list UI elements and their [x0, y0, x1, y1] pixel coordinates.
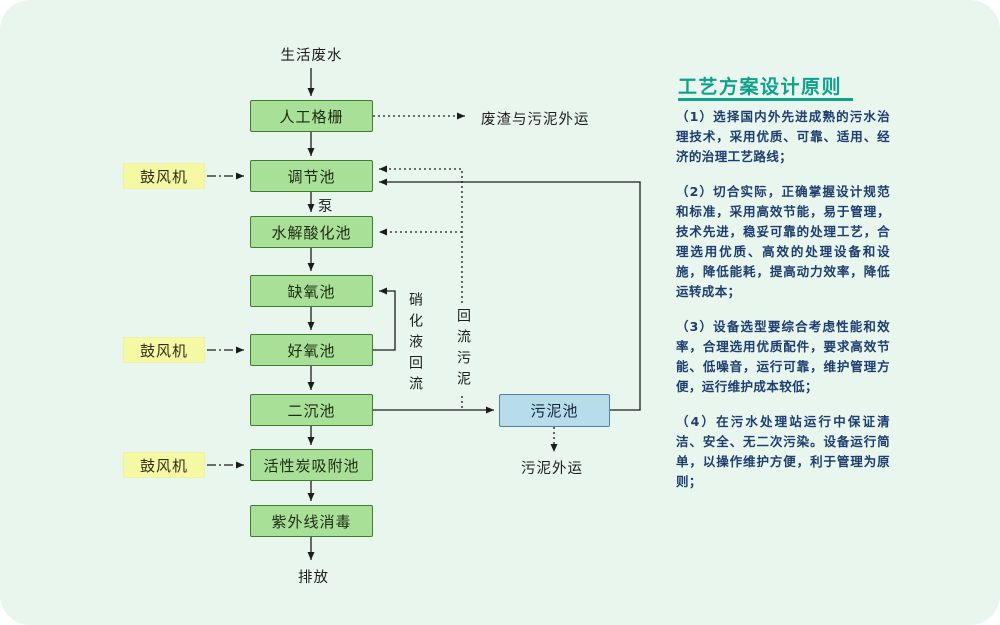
box-grille: 人工格栅 [250, 100, 373, 132]
box-regulating-tank: 调节池 [250, 160, 373, 192]
discharge-label: 排放 [298, 570, 329, 586]
principle-3: （3）设备选型要综合考虑性能和效率，合理选用优质配件，要求高效节能、低噪音，运行… [676, 319, 890, 394]
nitrify-return-label: 硝化液回流 [407, 292, 423, 397]
box-anoxic-tank: 缺氧池 [250, 275, 373, 307]
box-aerobic-tank: 好氧池 [250, 334, 373, 366]
box-secondary-sedimentation: 二沉池 [250, 394, 373, 426]
source-label: 生活废水 [280, 48, 343, 64]
blower-box-carbon: 鼓风机 [123, 452, 205, 478]
principle-4: （4）在污水处理站运行中保证清洁、安全、无二次污染。设备运行简单，以操作维护方便… [676, 414, 890, 489]
box-sludge-tank: 污泥池 [499, 394, 610, 427]
box-uv-disinfection: 紫外线消毒 [250, 505, 373, 537]
blower-box-regulating: 鼓风机 [123, 163, 205, 189]
grille-waste-label: 废渣与污泥外运 [481, 112, 590, 128]
blower-box-aerobic: 鼓风机 [123, 337, 205, 363]
panel-title-underline [678, 98, 853, 101]
box-activated-carbon: 活性炭吸附池 [250, 449, 373, 481]
sludge-return-label: 回流污泥 [452, 305, 474, 395]
panel-title: 工艺方案设计原则 [678, 76, 843, 98]
design-principles-panel: （1）选择国内外先进成熟的污水治理技术，采用优质、可靠、适用、经济的治理工艺路线… [676, 107, 890, 492]
box-hydrolysis-tank: 水解酸化池 [250, 216, 373, 248]
sludge-out-label: 污泥外运 [521, 461, 583, 477]
principle-1: （1）选择国内外先进成熟的污水治理技术，采用优质、可靠、适用、经济的治理工艺路线… [676, 109, 890, 164]
pump-label: 泵 [318, 199, 334, 215]
principle-2: （2）切合实际，正确掌握设计规范和标准，采用高效节能，易于管理，技术先进，稳妥可… [676, 184, 890, 299]
